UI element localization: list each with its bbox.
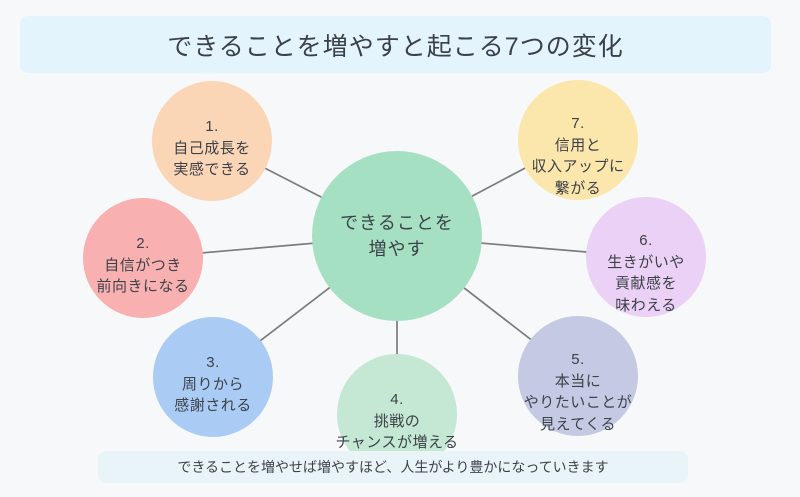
node-circle-2: 2. 自信がつき 前向きになる (83, 198, 203, 318)
node-number: 1. (205, 117, 219, 135)
footer-text: できることを増やせば増やすほど、人生がより豊かになっていきます (177, 459, 609, 475)
node-line: 挑戦の (373, 412, 421, 430)
center-node-line: 増やす (368, 239, 426, 259)
node-circle-1: 1. 自己成長を 実感できる (152, 81, 272, 201)
center-node-line: できることを (340, 213, 454, 233)
footer-banner: できることを増やせば増やすほど、人生がより豊かになっていきます (98, 451, 688, 483)
node-line: 実感できる (173, 160, 251, 178)
node-number: 5. (571, 351, 585, 368)
node-label-5: 5. 本当に やりたいことが 見えてくる (524, 349, 633, 435)
page-title: できることを増やすと起こる7つの変化 (167, 32, 624, 61)
center-node-label: できることを 増やす (340, 210, 454, 262)
node-line: やりたいことが (523, 394, 633, 411)
node-line: 本当に (554, 372, 602, 390)
node-line: 繋がる (554, 179, 602, 197)
node-label-3: 3. 周りから 感謝される (174, 352, 252, 417)
node-number: 2. (136, 234, 150, 252)
node-line: 感謝される (174, 396, 252, 414)
node-line: 自己成長を (173, 139, 251, 157)
center-node-circle: できることを 増やす (312, 151, 482, 321)
node-circle-7: 7. 信用と 収入アップに 繋がる (518, 80, 638, 200)
node-circle-5: 5. 本当に やりたいことが 見えてくる (518, 316, 638, 436)
node-line: 味わえる (615, 296, 677, 314)
node-number: 4. (390, 390, 404, 408)
node-label-7: 7. 信用と 収入アップに 繋がる (531, 113, 624, 199)
node-label-1: 1. 自己成長を 実感できる (173, 116, 251, 181)
node-line: 前向きになる (96, 277, 190, 295)
node-line: チャンスが増える (335, 433, 459, 451)
node-line: 見えてくる (539, 415, 617, 433)
node-label-2: 2. 自信がつき 前向きになる (96, 233, 189, 298)
node-circle-3: 3. 周りから 感謝される (153, 317, 273, 437)
node-line: 貢献感を (614, 275, 678, 292)
node-label-6: 6. 生きがいや 貢献感を 味わえる (607, 230, 685, 316)
node-line: 自信がつき (104, 256, 182, 274)
title-banner: できることを増やすと起こる7つの変化 (20, 16, 771, 73)
node-number: 3. (206, 353, 220, 371)
node-label-4: 4. 挑戦の チャンスが増える (335, 389, 458, 454)
node-line: 信用と (554, 136, 602, 154)
node-line: 周りから (181, 375, 245, 393)
node-number: 7. (571, 115, 585, 132)
node-line: 生きがいや (607, 253, 685, 271)
node-number: 6. (639, 232, 653, 249)
node-line: 収入アップに (531, 158, 625, 175)
node-circle-6: 6. 生きがいや 貢献感を 味わえる (586, 197, 706, 317)
